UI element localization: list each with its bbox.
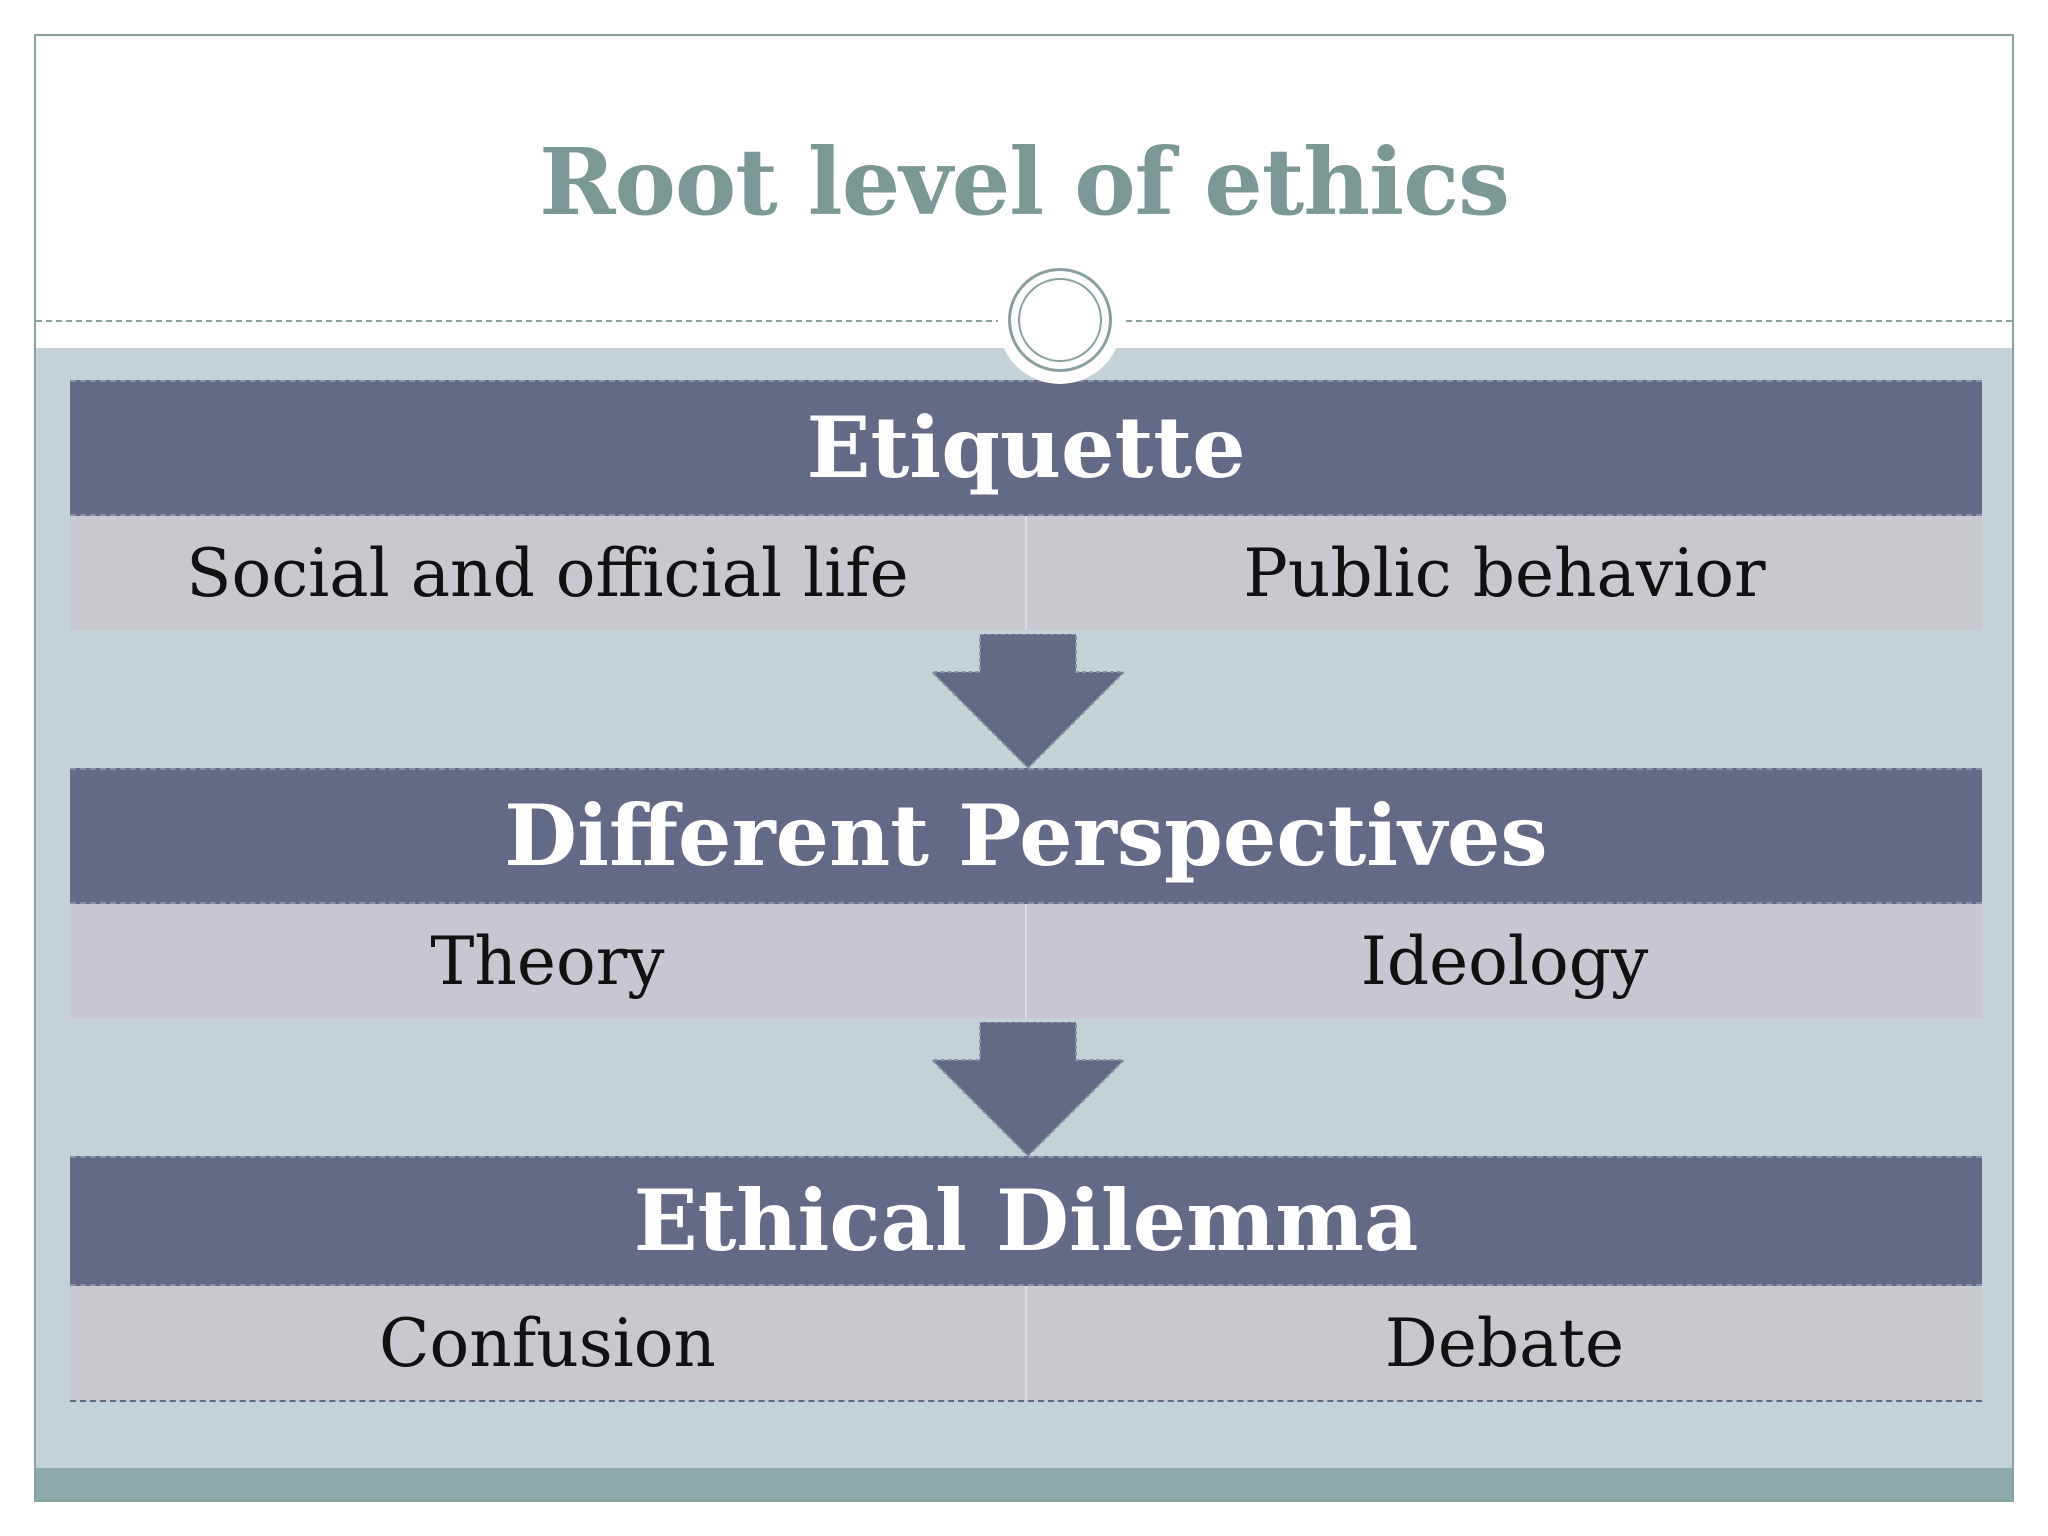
level-dilemma-item-confusion: Confusion xyxy=(70,1286,1027,1400)
slide-frame: Root level of ethics Etiquette Social an… xyxy=(34,34,2014,1502)
level-dilemma-item-debate: Debate xyxy=(1384,1304,1625,1382)
level-dilemma-heading: Ethical Dilemma xyxy=(70,1156,1982,1286)
level-perspectives-items: Theory Ideology xyxy=(70,904,1982,1018)
content-area: Etiquette Social and official life Publi… xyxy=(36,348,2012,1468)
level-etiquette-heading: Etiquette xyxy=(70,380,1982,516)
level-perspectives-item-ideology: Ideology xyxy=(1360,922,1649,1000)
level-etiquette-items: Social and official life Public behavior xyxy=(70,516,1982,630)
level-perspectives-heading: Different Perspectives xyxy=(70,768,1982,904)
level-perspectives-item-theory: Theory xyxy=(70,904,1027,1018)
footer-band xyxy=(36,1468,2012,1500)
level-dilemma-items: Confusion Debate xyxy=(70,1286,1982,1402)
down-arrow-icon xyxy=(932,1022,1124,1158)
down-arrow-icon xyxy=(932,634,1124,770)
level-etiquette-item-public: Public behavior xyxy=(1243,534,1766,612)
ornament-circle-icon xyxy=(1008,268,1112,372)
slide-title: Root level of ethics xyxy=(539,128,1510,236)
level-etiquette-item-social: Social and official life xyxy=(70,516,1027,630)
